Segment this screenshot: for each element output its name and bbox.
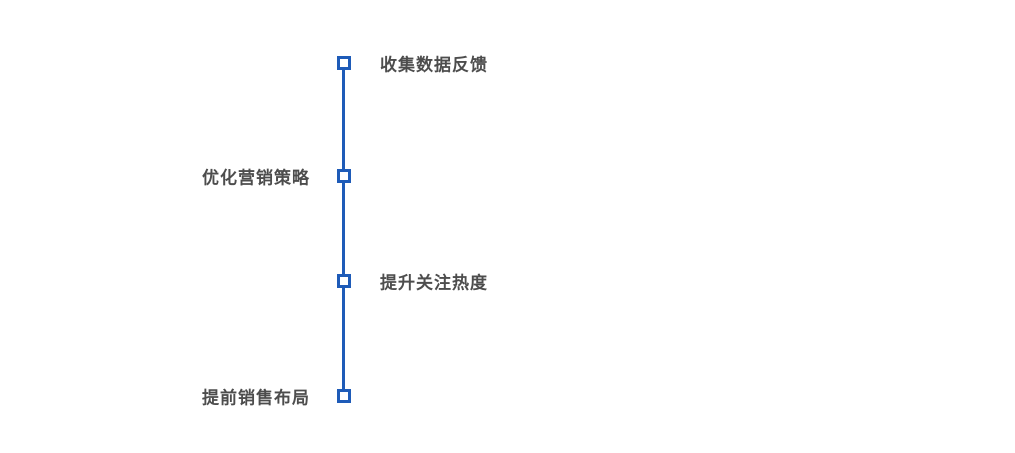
- timeline-node-4: [337, 389, 351, 403]
- timeline-node-1: [337, 56, 351, 70]
- timeline-label-4: 提前销售布局: [202, 388, 310, 408]
- timeline-node-3: [337, 274, 351, 288]
- timeline-label-1: 收集数据反馈: [380, 55, 488, 75]
- timeline-line: [342, 63, 345, 397]
- timeline-label-3: 提升关注热度: [380, 273, 488, 293]
- timeline-label-2: 优化营销策略: [202, 168, 310, 188]
- timeline-node-2: [337, 169, 351, 183]
